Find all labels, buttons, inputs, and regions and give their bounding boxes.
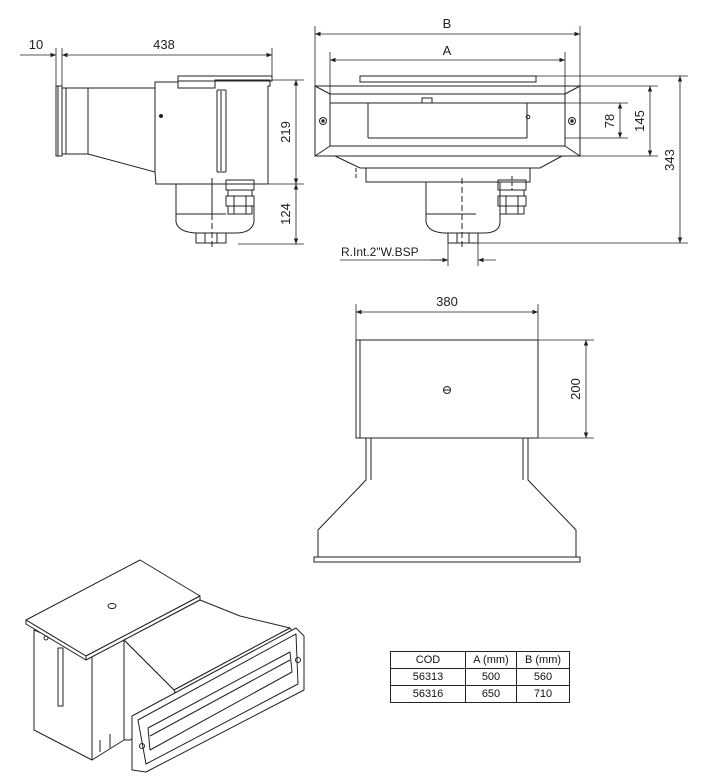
cell-a: 500 [465,668,517,686]
header-a: A (mm) [465,651,517,669]
cell-cod: 56316 [390,685,466,703]
top-view [313,339,581,563]
spec-table-header: COD A (mm) B (mm) [390,651,570,669]
front-view-dimensions [314,26,688,266]
dim-depth-200: 200 [568,378,583,400]
thread-label: R.Int.2"W.BSP [341,245,419,259]
cell-cod: 56313 [390,668,466,686]
side-view [55,75,273,250]
dim-a: A [443,43,452,58]
table-row: 56316 650 710 [390,685,570,703]
side-view-dimensions [20,48,304,245]
cell-a: 650 [465,685,517,703]
dim-length: 438 [153,37,175,52]
cell-b: 710 [516,685,570,703]
dim-b: B [443,16,452,31]
dim-mouth: 78 [602,114,617,128]
dim-height-lower: 124 [278,203,293,225]
cell-b: 560 [516,668,570,686]
dim-face: 145 [632,110,647,132]
header-b: B (mm) [516,651,570,669]
isometric-view [25,559,305,773]
front-view [314,75,581,250]
dim-width-380: 380 [436,294,458,309]
dim-flange: 10 [29,37,43,52]
header-cod: COD [390,651,466,669]
dim-total: 343 [662,149,677,171]
table-row: 56313 500 560 [390,668,570,686]
top-view-dimensions [355,304,594,439]
dim-height-upper: 219 [278,121,293,143]
spec-table: COD A (mm) B (mm) 56313 500 560 56316 65… [390,651,570,703]
